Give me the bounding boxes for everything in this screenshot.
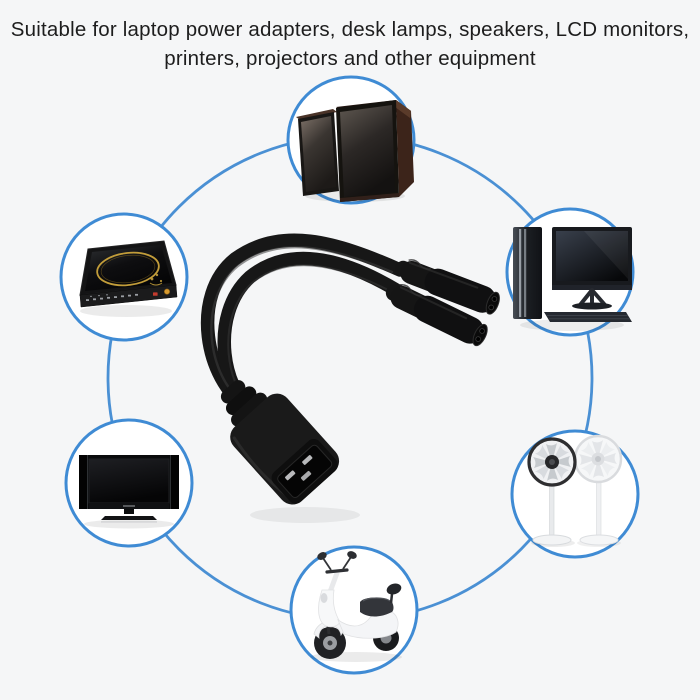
page-title: Suitable for laptop power adapters, desk… — [0, 15, 700, 73]
speakers-image — [296, 100, 414, 202]
female-socket-connector-upper — [395, 259, 500, 315]
title-line-2: printers, projectors and other equipment — [164, 47, 536, 70]
cable-loop-left — [200, 233, 407, 414]
induction-cooktop-image — [79, 240, 178, 317]
female-socket-connector-lower — [385, 283, 488, 347]
standing-fans-image — [527, 434, 623, 547]
product-photo-y-cable — [200, 233, 500, 523]
electric-scooter-image — [310, 551, 402, 662]
lcd-tv-image — [79, 455, 179, 529]
male-plug-connector — [220, 380, 340, 505]
cable-loop-right — [217, 251, 405, 421]
title-line-1: Suitable for laptop power adapters, desk… — [10, 18, 690, 41]
desktop-computer-image — [513, 227, 632, 331]
